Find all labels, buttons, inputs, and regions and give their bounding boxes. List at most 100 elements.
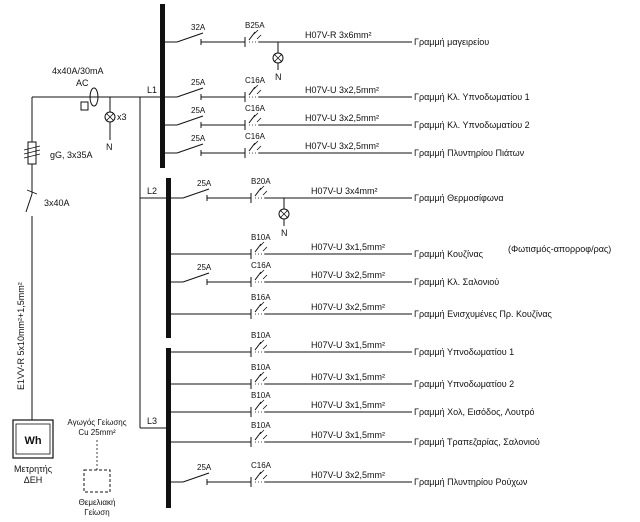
circuit-cable-label: H07V-U 3x1,5mm² [311, 340, 385, 350]
mcb-trip-mark [256, 117, 262, 123]
circuit-cable-label: H07V-U 3x1,5mm² [311, 430, 385, 440]
circuit-mcb-label: C16A [245, 76, 266, 85]
circuit-cable-label: H07V-U 3x1,5mm² [311, 400, 385, 410]
mcb-trip-mark [262, 474, 268, 480]
circuit-breaker-label: 25A [191, 134, 206, 143]
circuit-line-label: Γραμμή Κλ. Υπνοδωματίου 2 [414, 120, 530, 130]
circuit-row: 25A C16A H07V-U 3x2,5mm² Γραμμή Πλυντηρί… [165, 132, 525, 158]
isolator-label: 3x40A [44, 198, 70, 208]
circuit-cable-label: H07V-U 3x1,5mm² [311, 372, 385, 382]
mcb-trip-mark [253, 140, 259, 146]
circuit-note-label: (Φωτισμός-απορροφ/ρας) [508, 244, 611, 254]
mcb-contact [248, 114, 256, 124]
busbar-l1 [160, 4, 165, 168]
meter-caption-line1: Μετρητής [14, 464, 53, 474]
circuit-cable-label: H07V-U 3x2,5mm² [311, 270, 385, 280]
breaker-contact [176, 32, 204, 43]
circuit-cable-label: H07V-U 3x2,5mm² [305, 141, 379, 151]
circuit-line-label: Γραμμή Πλυντηρίου Πιάτων [414, 148, 525, 158]
mcb-contact [248, 142, 256, 152]
mcb-trip-mark [259, 241, 265, 247]
lamp-multiplier: x3 [117, 112, 127, 122]
circuit-cable-label: H07V-R 3x6mm² [305, 30, 372, 40]
mcb-contact [254, 431, 262, 441]
circuit-row: B16A H07V-U 3x2,5mm² Γραμμή Ενισχυμένες … [171, 293, 553, 319]
mcb-trip-mark [259, 371, 265, 377]
rcd-rating: 4x40A/30mA [52, 66, 104, 76]
breaker-contact [176, 143, 204, 154]
circuit-row: B10A H07V-U 3x1,5mm² Γραμμή Υπνοδωματίου… [171, 331, 514, 357]
isolator-symbol [25, 186, 38, 216]
breaker-contact [182, 472, 210, 483]
mcb-contact [254, 471, 262, 481]
mcb-trip-mark [253, 112, 259, 118]
circuit-breaker-label: 25A [197, 463, 212, 472]
mcb-contact [254, 341, 262, 351]
meter-symbol: Wh [24, 435, 41, 447]
circuit-mcb-label: B16A [251, 293, 271, 302]
indicator-cross [279, 209, 289, 219]
lamp-symbol [104, 111, 116, 123]
bus-label-l2: L2 [147, 186, 157, 196]
mcb-trip-mark [262, 434, 268, 440]
circuit-indicator-label: N [275, 72, 282, 82]
circuit-cable-label: H07V-U 3x1,5mm² [311, 242, 385, 252]
mcb-trip-mark [262, 404, 268, 410]
circuit-row: 25A C16A H07V-U 3x2,5mm² Γραμμή Πλυντηρί… [171, 461, 528, 487]
circuit-row: 32A B25A H07V-R 3x6mm² Γραμμή μαγειρείου… [165, 21, 489, 82]
lamp-neutral: N [106, 142, 113, 152]
circuit-breaker-label: 25A [191, 106, 206, 115]
breaker-contact [182, 188, 210, 199]
supply-cable-label: E1VV-R 5x10mm²+1,5mm² [16, 282, 26, 390]
circuit-line-label: Γραμμή Κλ. Σαλονιού [414, 277, 499, 287]
mcb-trip-mark [262, 344, 268, 350]
circuit-mcb-label: B10A [251, 363, 271, 372]
breaker-contact [176, 115, 204, 126]
mcb-trip-mark [262, 190, 268, 196]
circuit-breaker-label: 25A [197, 263, 212, 272]
mcb-contact [254, 303, 262, 313]
main-supply [31, 96, 166, 429]
bus-label-l1: L1 [147, 85, 157, 95]
circuit-line-label: Γραμμή Ενισχυμένες Πρ. Κουζίνας [414, 309, 553, 319]
circuit-row: B10A H07V-U 3x1,5mm² Γραμμή Χολ, Εισόδος… [171, 391, 535, 417]
circuit-breaker-label: 32A [191, 23, 206, 32]
circuit-indicator-label: N [281, 228, 288, 238]
circuit-cable-label: H07V-U 3x2,5mm² [311, 302, 385, 312]
circuit-mcb-label: C16A [251, 461, 272, 470]
circuit-row: B10A H07V-U 3x1,5mm² Γραμμή Υπνοδωματίου… [171, 363, 514, 389]
circuit-line-label: Γραμμή Τραπεζαρίας, Σαλονιού [414, 437, 540, 447]
mcb-trip-mark [262, 376, 268, 382]
foundation-earth-box [83, 469, 111, 493]
circuit-row: B10A H07V-U 3x1,5mm² Γραμμή Τραπεζαρίας,… [171, 421, 540, 447]
circuit-row: 25A C16A H07V-U 3x2,5mm² Γραμμή Κλ. Υπνο… [165, 104, 530, 130]
mcb-trip-mark [256, 34, 262, 40]
circuit-mcb-label: B10A [251, 391, 271, 400]
circuit-mcb-label: B10A [251, 233, 271, 242]
main-fuse-label: gG, 3x35A [50, 150, 93, 160]
circuit-line-label: Γραμμή μαγειρείου [414, 37, 489, 47]
circuit-cable-label: H07V-U 3x2,5mm² [305, 85, 379, 95]
rcd-symbol [80, 87, 99, 111]
circuit-row: B10A H07V-U 3x1,5mm² Γραμμή Κουζίνας (Φω… [171, 233, 611, 259]
bus-label-l3: L3 [147, 416, 157, 426]
circuit-line-label: Γραμμή Υπνοδωματίου 2 [414, 379, 514, 389]
mcb-trip-mark [259, 339, 265, 345]
mcb-contact [254, 373, 262, 383]
rcd-type: AC [76, 78, 89, 88]
mcb-contact [248, 86, 256, 96]
circuit-mcb-label: C16A [251, 261, 272, 270]
earth-conductor-line2: Cu 25mm² [78, 428, 116, 437]
breaker-contact [176, 87, 204, 98]
circuit-mcb-label: B10A [251, 331, 271, 340]
mcb-contact [254, 187, 262, 197]
mcb-trip-mark [259, 429, 265, 435]
mcb-trip-mark [253, 84, 259, 90]
meter-caption-line2: ΔΕΗ [24, 475, 43, 485]
mcb-trip-mark [259, 399, 265, 405]
mcb-trip-mark [256, 145, 262, 151]
circuit-mcb-label: C16A [245, 104, 266, 113]
circuit-mcb-label: B20A [251, 177, 271, 186]
mcb-trip-mark [262, 306, 268, 312]
